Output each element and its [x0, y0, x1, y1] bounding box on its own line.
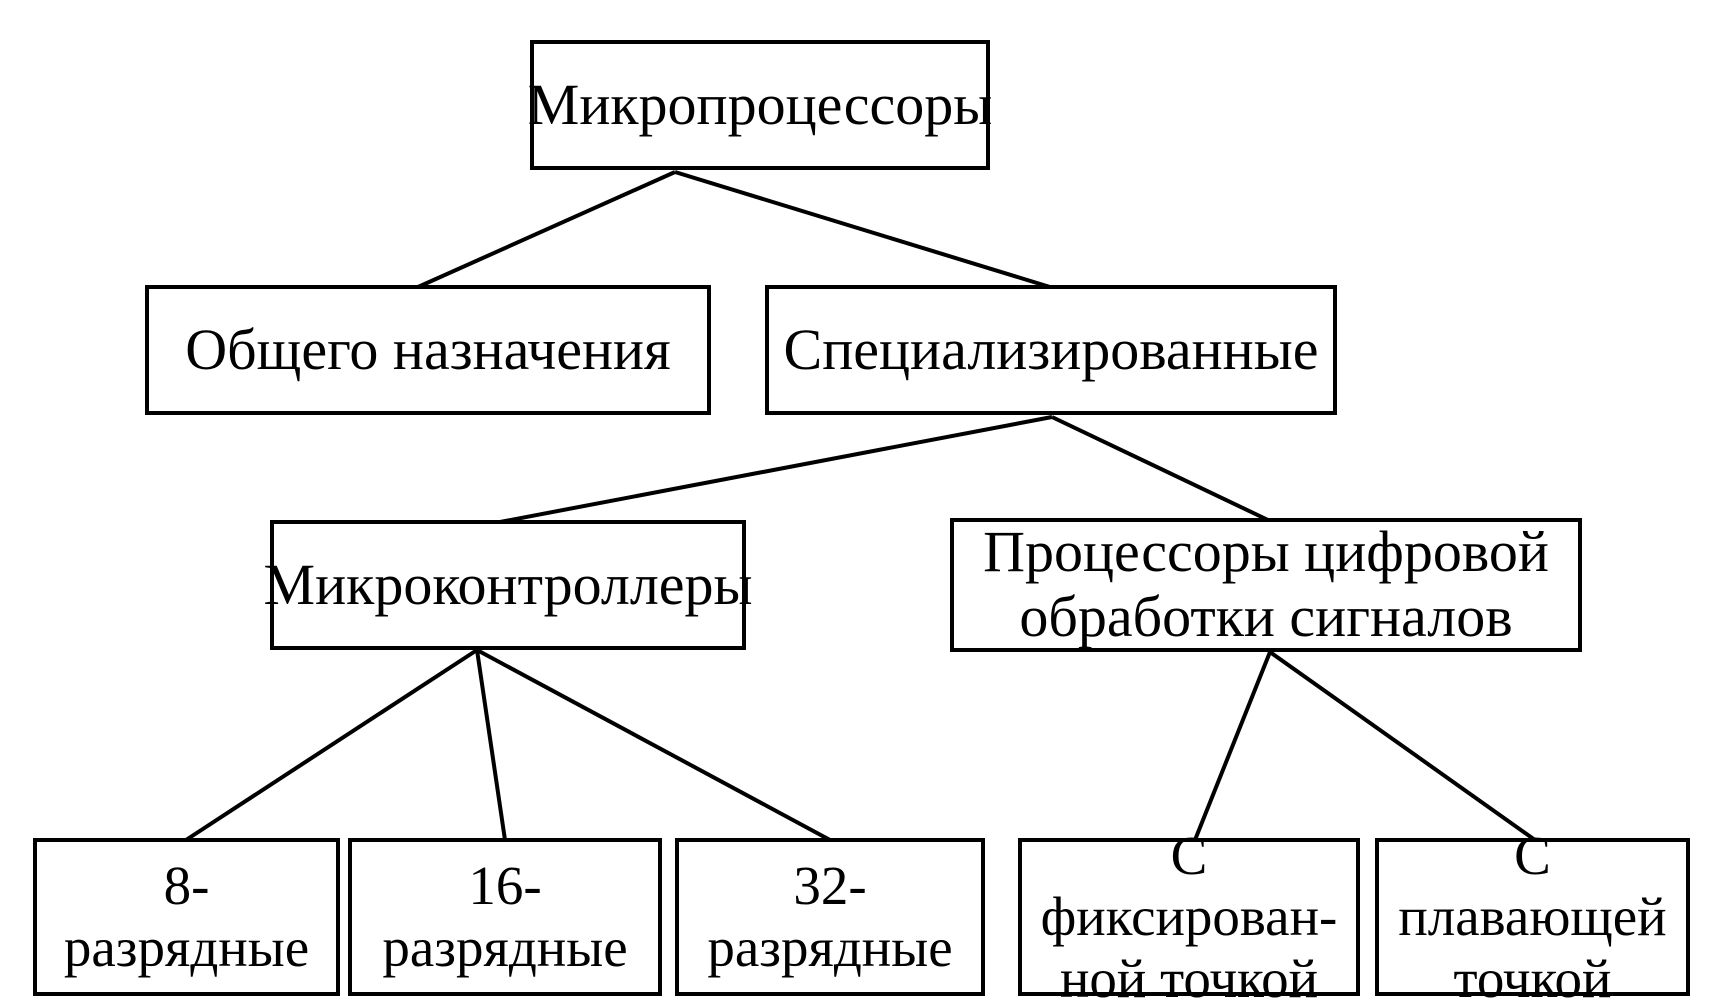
node-16-bit[interactable]: 16-разрядные: [348, 838, 662, 996]
node-8-bit-label: 8-разрядные: [63, 855, 310, 978]
node-32-bit-label: 32-разрядные: [707, 855, 953, 978]
edge-mcu-to-bit16: [475, 649, 507, 841]
node-16-bit-label: 16-разрядные: [382, 855, 628, 978]
edge-special-to-mcu: [499, 415, 1053, 524]
node-microprocessors[interactable]: Микропроцессоры: [528, 40, 992, 170]
edge-special-to-dsp: [1051, 415, 1269, 522]
edge-root-to-general: [417, 170, 676, 289]
node-32-bit[interactable]: 32-разрядные: [675, 838, 985, 996]
node-microprocessors-label: Микропроцессоры: [527, 71, 993, 137]
node-floating-point-label: С плавающей точкой: [1398, 824, 1667, 1008]
node-8-bit[interactable]: 8-разрядные: [33, 838, 340, 996]
node-general-purpose[interactable]: Общего назначения: [145, 285, 711, 415]
node-microcontrollers[interactable]: Микроконтроллеры: [264, 520, 752, 650]
edge-dsp-to-float: [1268, 650, 1537, 842]
node-floating-point[interactable]: С плавающей точкой: [1375, 825, 1690, 1008]
node-fixed-point-label: С фиксирован- ной точкой: [1040, 824, 1338, 1008]
node-specialized[interactable]: Специализированные: [765, 285, 1337, 415]
node-digital-signal-processors-label: Процессоры цифровой обработки сигналов: [983, 519, 1549, 649]
node-general-purpose-label: Общего назначения: [185, 316, 671, 382]
node-specialized-label: Специализированные: [783, 316, 1319, 382]
edge-root-to-special: [674, 170, 1051, 289]
node-microcontrollers-label: Микроконтроллеры: [263, 551, 753, 617]
edge-mcu-to-bit8: [184, 648, 479, 842]
node-digital-signal-processors[interactable]: Процессоры цифровой обработки сигналов: [950, 518, 1582, 652]
edge-mcu-to-bit32: [476, 648, 831, 842]
edge-dsp-to-fixed: [1193, 651, 1272, 841]
node-fixed-point[interactable]: С фиксирован- ной точкой: [1018, 825, 1360, 1008]
